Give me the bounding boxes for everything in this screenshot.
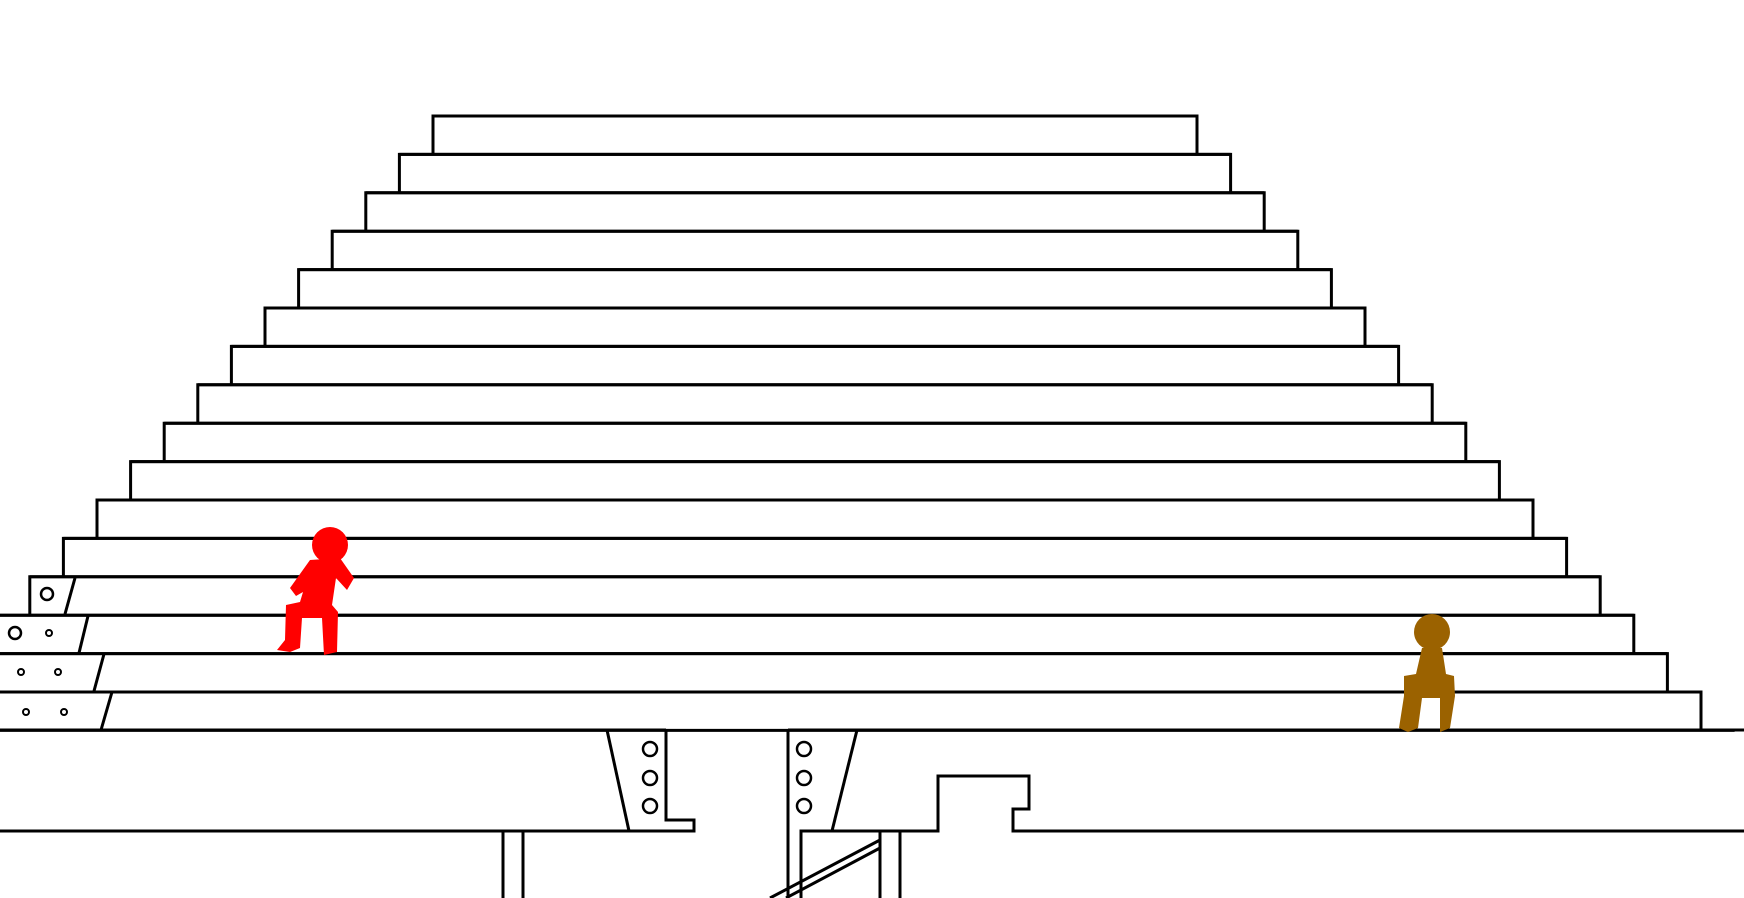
- bolt-icon: [39, 586, 55, 602]
- bolt-icon: [54, 668, 62, 676]
- stair-step: [129, 460, 1501, 500]
- ground-platforms: [0, 728, 1744, 898]
- stair-step: [95, 498, 1535, 539]
- bolt-icon: [795, 769, 813, 787]
- stair-step: [162, 421, 1468, 462]
- step-group: [0, 114, 1735, 732]
- staircase: [0, 114, 1735, 732]
- bolt-icon: [17, 668, 25, 676]
- stair-step: [431, 114, 1199, 155]
- stair-step: [196, 383, 1434, 424]
- stair-step: [397, 152, 1233, 193]
- brown-character-head: [1414, 614, 1450, 650]
- red-player-body: [277, 558, 354, 655]
- bolt-icon: [22, 708, 30, 716]
- bolt-icon: [641, 740, 659, 758]
- red-player-character[interactable]: [277, 527, 354, 655]
- brown-character[interactable]: [1399, 614, 1455, 732]
- stair-step: [364, 191, 1266, 232]
- stair-step: [0, 652, 1669, 692]
- stair-step: [263, 306, 1367, 347]
- red-player-head: [312, 527, 348, 563]
- stair-step: [61, 536, 1569, 577]
- left-step-panels: [7, 577, 114, 731]
- bolt-icon: [7, 625, 23, 641]
- brown-character-body: [1399, 648, 1455, 732]
- stair-step: [229, 344, 1401, 385]
- stair-step: [0, 690, 1703, 731]
- bolt-icon: [45, 629, 53, 637]
- stair-step: [28, 575, 1602, 616]
- stair-step: [330, 229, 1300, 270]
- left-platform: [0, 730, 696, 833]
- bolt-icon: [60, 708, 68, 716]
- stair-step: [0, 613, 1636, 654]
- bolt-icon: [795, 740, 813, 758]
- stair-step: [297, 268, 1333, 308]
- bolt-icon: [641, 797, 659, 815]
- bolt-icon: [641, 769, 659, 787]
- bolt-icon: [795, 797, 813, 815]
